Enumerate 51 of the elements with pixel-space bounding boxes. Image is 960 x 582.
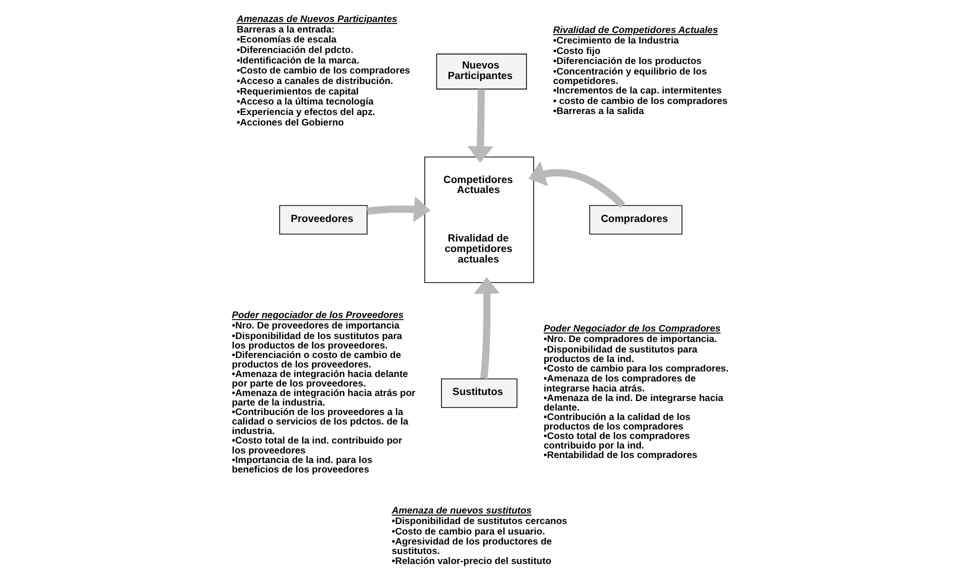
node-label: • costo de cambio de los compradores: [553, 96, 728, 107]
node-label: •Agresividad de los productores de sustitutos.: [392, 536, 552, 558]
node-label: •Costo total de la ind. contribuido por los proveedores: [232, 436, 402, 456]
node-box: Sustitutos: [441, 378, 518, 408]
arrow: [467, 89, 494, 163]
node-label: •Disponibilidad de los sustitutos para los productos de los proveedores.: [232, 330, 402, 352]
arrow: [474, 277, 500, 380]
node-label: •Rentabilidad de los compradores: [544, 450, 698, 462]
arrow: [528, 161, 626, 208]
node-box: Proveedores: [279, 205, 368, 235]
node-label: •Experiencia y efectos del apz.: [236, 106, 376, 118]
node-label: •Costo de cambio para los compradores.: [544, 363, 729, 374]
node-label: •Economías de escala: [236, 34, 336, 46]
node-label: •Diferenciación del pdcto.: [236, 44, 354, 56]
node-label: •Nro. De proveedores de importancia: [232, 320, 400, 332]
node-label: •Costo de cambio de los compradores: [236, 66, 410, 77]
node-label: •Amenaza de los compradores de integrarse hacia atrás.: [544, 374, 696, 394]
node-box: Competidores Actuales Rivalidad de competidores actuales: [424, 156, 534, 284]
node-label: •Disponibilidad de sustitutos para productos de la ind.: [544, 344, 698, 365]
node-label: •Nro. De compradores de importancia.: [544, 334, 717, 345]
node-label: •Incrementos de la cap. intermitentes: [553, 86, 722, 97]
node-label: •Concentración y equilibrio de los competidores.: [553, 66, 707, 87]
node-label: •Acciones del Gobierno: [236, 117, 344, 128]
node-label: Poder Negociador de los Compradores: [544, 324, 721, 335]
node-label: •Amenaza de integración hacia delante por parte de los proveedores.: [232, 368, 408, 390]
node-label: •Acceso a la última tecnología: [236, 96, 374, 108]
node-label: •Barreras a la salida: [553, 106, 644, 118]
node-label: •Costo fijo: [553, 46, 600, 57]
node-label: Amenaza de nuevos sustitutos: [392, 506, 532, 517]
node-label: Amenazas de Nuevos Participantes: [236, 14, 398, 25]
node-label: •Disponibilidad de sustitutos cercanos: [392, 516, 568, 528]
node-label: •Contribución a la calidad de los productos de los compradores: [544, 412, 690, 432]
arrow: [366, 196, 430, 222]
node-label: •Amenaza de integración hacia atrás por parte de la industria.: [232, 388, 416, 409]
node-label: •Acceso a canales de distribución.: [236, 76, 394, 87]
node-label: Rivalidad de Competidores Actuales: [553, 25, 718, 36]
node-box: Compradores: [589, 205, 682, 235]
node-label: •Requerimientos de capital: [236, 86, 359, 98]
node-label: •Relación valor-precio del sustituto: [392, 556, 552, 567]
node-label: •Costo de cambio para el usuario.: [392, 526, 545, 538]
node-label: Poder negociador de los Proveedores: [232, 310, 404, 322]
node-label: •Crecimiento de la Industria: [553, 35, 679, 46]
node-label: •Identificación de la marca.: [236, 55, 360, 66]
node-label: Barreras a la entrada:: [236, 24, 335, 36]
node-box: Nuevos Participantes: [436, 54, 527, 90]
node-label: •Diferenciación o costo de cambio de productos de los proveedores.: [232, 350, 402, 370]
node-label: •Costo total de los compradores contribuido por la ind.: [544, 430, 690, 452]
node-label: •Importancia de la ind. para los beneficios de los proveedores: [232, 454, 372, 476]
node-label: •Amenaza de la ind. De integrarse hacia delante.: [544, 392, 724, 414]
node-label: •Diferenciación de los productos: [553, 56, 702, 68]
node-label: •Contribución de los proveedores a la calidad o servicios de los pdctos. de la industria.: [232, 407, 408, 438]
